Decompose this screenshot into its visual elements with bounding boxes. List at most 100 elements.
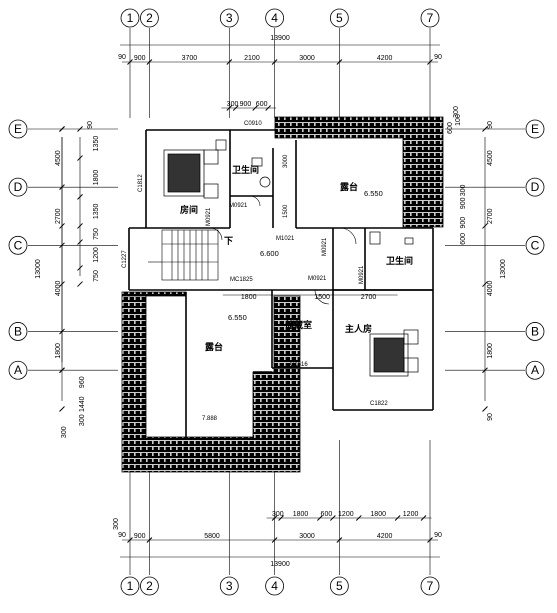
- tag-c1812: C1812: [138, 174, 144, 192]
- bottom-sub-label: 1200: [403, 511, 419, 518]
- bottom-sub-tick: [278, 515, 284, 521]
- left-sub-label: 1350: [93, 136, 100, 152]
- axis-bubble-2: 2: [140, 8, 159, 28]
- left-seg-label: 1800: [55, 343, 62, 359]
- bottom-sub-label: 600: [321, 511, 333, 518]
- tag-m0921-a: M0921: [229, 203, 248, 209]
- right-seg-label: 4000: [487, 280, 494, 296]
- axis-bubble-5: 5: [329, 576, 349, 596]
- top-chain-tick: [427, 59, 433, 65]
- axis-label: E: [531, 122, 539, 136]
- left-sub-label: 1800: [93, 170, 100, 186]
- axis-bubble-4: 4: [265, 576, 285, 596]
- axis-label: A: [531, 363, 539, 377]
- tag-m0921-c: M0921: [322, 237, 328, 256]
- bottom-chain-label: 4200: [377, 533, 393, 540]
- right-frame-tick: [482, 223, 488, 229]
- left-extra-label: 1440: [79, 396, 86, 412]
- left-seg-label: 4500: [55, 150, 62, 166]
- inner-2700: 2700: [361, 294, 377, 301]
- tag-m0921-d: M0921: [359, 265, 365, 284]
- top-chain-label: 4200: [377, 55, 393, 62]
- axis-bubble-7: 7: [420, 576, 440, 596]
- right-frame-tick: [482, 367, 488, 374]
- right-seg-label: 1800: [487, 343, 494, 359]
- axis-bubble-1: 1: [120, 8, 140, 28]
- axis-bubble-A: A: [525, 360, 545, 380]
- level-terrace-1: 6.550: [364, 189, 383, 198]
- tag-c1822: C1822: [370, 401, 388, 407]
- left-sub-label: 750: [93, 270, 100, 282]
- left-extra-label: 960: [79, 376, 86, 388]
- axis-bubble-3: 3: [219, 8, 239, 28]
- left-sub-ticks-tick: [77, 223, 83, 229]
- axis-bubble-3: 3: [219, 576, 239, 596]
- right-seg-label: 2700: [487, 208, 494, 224]
- left-sub-ticks-tick: [77, 239, 83, 245]
- axis-bubble-5: 5: [329, 8, 349, 28]
- bottom-sub-tick: [317, 515, 323, 521]
- axis-bubble-7: 7: [420, 8, 440, 28]
- axis-label: C: [531, 238, 540, 252]
- axis-label: C: [14, 238, 23, 252]
- opening-tags: C0910 C1812 M0921 M0921 3000 1500 M1021 …: [122, 121, 388, 422]
- walls: [128, 129, 434, 437]
- top-total: 13900: [270, 35, 290, 42]
- stair: [148, 229, 219, 281]
- bottom-offset-right: 90: [434, 532, 442, 539]
- axis-bubble-4: 4: [265, 8, 285, 28]
- right-sub-label: 900: [460, 217, 467, 229]
- left-sub-label: 1200: [93, 247, 100, 263]
- top-sub-label: 900: [240, 101, 252, 108]
- bottom-chain-label: 3000: [299, 533, 315, 540]
- top-sub-label: 300: [227, 101, 239, 108]
- tag-m0921-b: M0921: [206, 207, 212, 226]
- right-sub-label: 300: [460, 184, 467, 196]
- top-chain-tick: [226, 59, 233, 65]
- room-storage: 储藏室: [285, 319, 312, 330]
- top-chain-label: 3700: [182, 55, 198, 62]
- bottom-sub-label: 1800: [370, 511, 386, 518]
- bottom-chain-tick: [427, 537, 433, 543]
- bottom-sub-tick: [355, 515, 362, 521]
- top-sub-label: 600: [256, 101, 268, 108]
- left-sub-ticks-tick: [77, 155, 83, 161]
- right-bottom-90: 90: [487, 413, 494, 421]
- right-sub-label: 600: [460, 233, 467, 245]
- right-seg-label: 4500: [487, 150, 494, 166]
- stair-level: 6.600: [260, 249, 279, 258]
- top-chain-tick: [146, 59, 153, 65]
- axis-bubble-E: E: [8, 119, 28, 139]
- top-sub-tick: [232, 105, 239, 111]
- bottom-sub-tick: [420, 515, 427, 521]
- left-sub-ticks-tick: [77, 193, 83, 200]
- axis-label: 3: [226, 579, 233, 593]
- left-sub-label: 1350: [93, 203, 100, 219]
- axis-bubble-B: B: [525, 322, 545, 341]
- top-sub-tick: [265, 105, 271, 111]
- left-chain-ticks-tick: [59, 367, 65, 374]
- left-sub-label: 750: [93, 228, 100, 240]
- bottom-sub-tick: [271, 515, 278, 521]
- axis-label: D: [14, 180, 23, 194]
- right-total: 13000: [500, 259, 507, 279]
- bottom-sub-tick: [330, 515, 336, 521]
- room-bedroom: 房间: [180, 204, 198, 215]
- left-chain-ticks-tick: [59, 126, 65, 132]
- axis-label: 2: [146, 11, 153, 25]
- axis-label: 5: [336, 579, 343, 593]
- axis-label: 7: [427, 579, 434, 593]
- room-bathroom-1: 卫生间: [232, 164, 259, 175]
- right-frame-tick: [482, 281, 488, 287]
- axis-label: 7: [427, 11, 434, 25]
- left-bottom-300: 300: [61, 426, 68, 438]
- left-seg-label: 2700: [55, 208, 62, 224]
- axis-bubble-D: D: [525, 177, 545, 197]
- right-top-90: 90: [487, 121, 494, 129]
- left-total: 13000: [35, 259, 42, 279]
- axis-label: 3: [226, 11, 233, 25]
- tag-c0910: C0910: [244, 121, 262, 127]
- level-terrace-2: 6.550: [228, 313, 247, 322]
